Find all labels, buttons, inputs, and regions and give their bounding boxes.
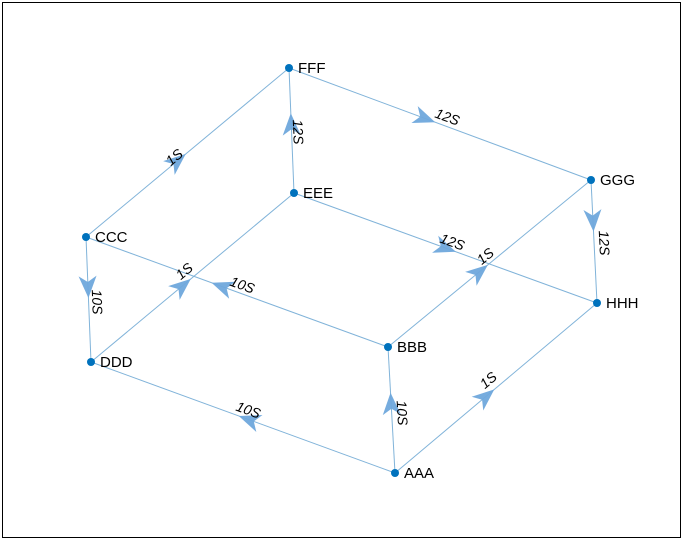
node-eee[interactable] <box>290 189 298 197</box>
edge-aaa-bbb <box>387 346 396 474</box>
arrow-icon <box>282 113 301 136</box>
nodes-layer: AAA BBB CCC DDD EEE FFF GGG HHH <box>82 60 639 482</box>
arrow-icon <box>471 389 495 411</box>
edge-fff-ggg <box>288 67 592 181</box>
node-aaa[interactable] <box>391 469 399 477</box>
edge-aaa-hhh <box>394 302 598 474</box>
node-label: HHH <box>606 295 639 312</box>
node-label: EEE <box>303 185 333 202</box>
arrow-icon <box>465 264 488 286</box>
node-ggg[interactable] <box>587 176 595 184</box>
node-label: FFF <box>298 60 326 77</box>
edge-bbb-ccc <box>85 236 389 348</box>
node-label: CCC <box>95 229 128 246</box>
edge-label: 12S <box>290 119 307 145</box>
node-bbb[interactable] <box>384 343 392 351</box>
edge-ccc-fff <box>85 67 290 238</box>
node-label: AAA <box>404 465 434 482</box>
edge-ccc-ddd <box>85 236 92 363</box>
arrow-icon <box>211 281 236 299</box>
node-ccc[interactable] <box>82 233 90 241</box>
edge-ddd-eee <box>90 192 295 363</box>
node-fff[interactable] <box>285 64 293 72</box>
node-label: GGG <box>600 172 635 189</box>
edge-ggg-hhh <box>590 179 598 304</box>
node-ddd[interactable] <box>87 358 95 366</box>
arrow-icon <box>78 275 97 298</box>
node-label: BBB <box>397 339 427 356</box>
edge-label: 12S <box>596 230 613 256</box>
edge-label: 10S <box>394 400 411 426</box>
edge-eee-fff <box>288 67 295 194</box>
arrow-icon <box>382 392 401 416</box>
node-label: DDD <box>100 354 133 371</box>
arrow-icon <box>432 235 456 253</box>
node-hhh[interactable] <box>593 299 601 307</box>
arrow-icon <box>163 153 186 175</box>
edge-bbb-ggg <box>387 179 592 348</box>
arrow-icon <box>411 106 436 124</box>
arrow-icon <box>583 209 602 232</box>
arrow-icon <box>168 278 191 300</box>
arrow-icon <box>238 415 263 432</box>
arrows-layer <box>78 106 602 432</box>
edge-label: 10S <box>89 289 106 315</box>
